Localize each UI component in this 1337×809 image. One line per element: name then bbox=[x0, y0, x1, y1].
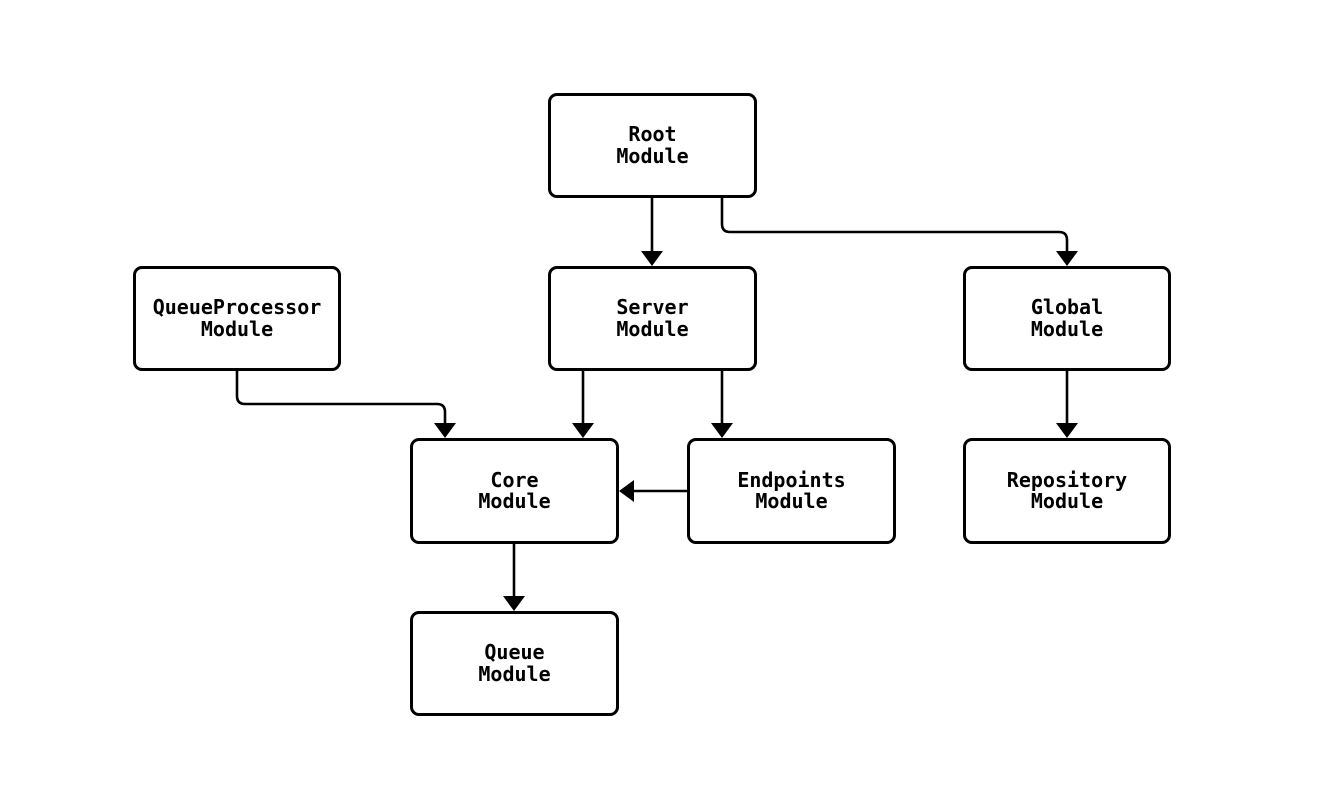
node-repository-module: Repository Module bbox=[963, 438, 1171, 544]
node-label-line: Core bbox=[490, 467, 539, 492]
edge-core-to-queue bbox=[503, 544, 525, 611]
node-label: QueueProcessor Module bbox=[152, 295, 322, 341]
node-label-line: Module bbox=[1030, 316, 1104, 341]
node-label: Queue Module bbox=[478, 640, 551, 686]
node-queueprocessor-module: QueueProcessor Module bbox=[133, 266, 341, 371]
node-label-line: Module bbox=[200, 316, 274, 341]
node-label-line: Root bbox=[628, 122, 677, 146]
node-server-module: Server Module bbox=[548, 266, 757, 371]
node-label: Global Module bbox=[1030, 295, 1104, 341]
node-label: Repository Module bbox=[1006, 467, 1128, 513]
node-label-line: Queue bbox=[484, 640, 545, 664]
node-label-line: Module bbox=[755, 489, 828, 513]
edge-endpoints-to-core bbox=[619, 480, 687, 502]
node-label: Endpoints Module bbox=[737, 467, 846, 513]
node-label-line: QueueProcessor bbox=[152, 295, 322, 319]
node-label: Root Module bbox=[616, 122, 689, 168]
edge-server-to-core bbox=[572, 371, 594, 438]
node-label: Core Module bbox=[478, 467, 551, 513]
edge-root-to-server bbox=[641, 198, 663, 266]
edge-root-to-global bbox=[720, 198, 1078, 266]
edge-server-to-endpoints bbox=[711, 371, 733, 438]
node-global-module: Global Module bbox=[963, 266, 1171, 371]
node-label-line: Module bbox=[478, 489, 551, 513]
node-label-line: Endpoints bbox=[737, 467, 846, 492]
node-label-line: Module bbox=[478, 661, 551, 686]
node-label-line: Module bbox=[616, 143, 689, 168]
node-label-line: Module bbox=[616, 316, 689, 341]
node-root-module: Root Module bbox=[548, 93, 757, 198]
node-queue-module: Queue Module bbox=[410, 611, 619, 716]
node-label-line: Global bbox=[1030, 295, 1104, 319]
node-label-line: Repository bbox=[1006, 467, 1128, 492]
node-endpoints-module: Endpoints Module bbox=[687, 438, 896, 544]
node-label: Server Module bbox=[616, 295, 689, 341]
node-label-line: Server bbox=[616, 295, 689, 319]
node-label-line: Module bbox=[1030, 489, 1104, 513]
edge-global-to-repository bbox=[1056, 371, 1078, 438]
edge-queueprocessor-to-core bbox=[235, 371, 456, 438]
node-core-module: Core Module bbox=[410, 438, 619, 544]
